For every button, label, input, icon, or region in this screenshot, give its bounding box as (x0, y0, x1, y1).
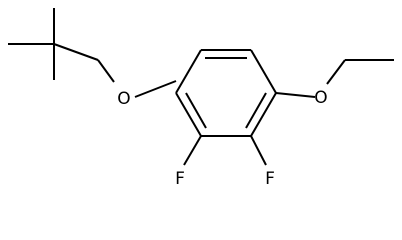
bond-o-right-ch2 (326, 59, 346, 85)
ring-bond-right-inner (245, 92, 267, 129)
fluorine-label-left: F (175, 169, 185, 189)
chemical-structure: O O F F (8, 8, 394, 189)
bond-ring-o-right (275, 92, 316, 98)
bond-o-left-ring (134, 80, 177, 98)
bond-ring-f-right (250, 135, 267, 166)
ring-bond-right (250, 92, 277, 137)
fluorine-label-right: F (265, 169, 275, 189)
ring-bond-bottom-left-inner (185, 92, 207, 129)
bond-tbu-ch2 (53, 43, 99, 61)
ring-bond-top-left (175, 49, 202, 94)
ring-bond-top-right (250, 49, 277, 94)
oxygen-label-right: O (314, 88, 327, 108)
bond-ch2-o-left (97, 59, 115, 83)
bond-ring-f-left (183, 135, 202, 166)
ring-bond-bottom-left (175, 92, 202, 137)
oxygen-label-left: O (117, 89, 130, 109)
